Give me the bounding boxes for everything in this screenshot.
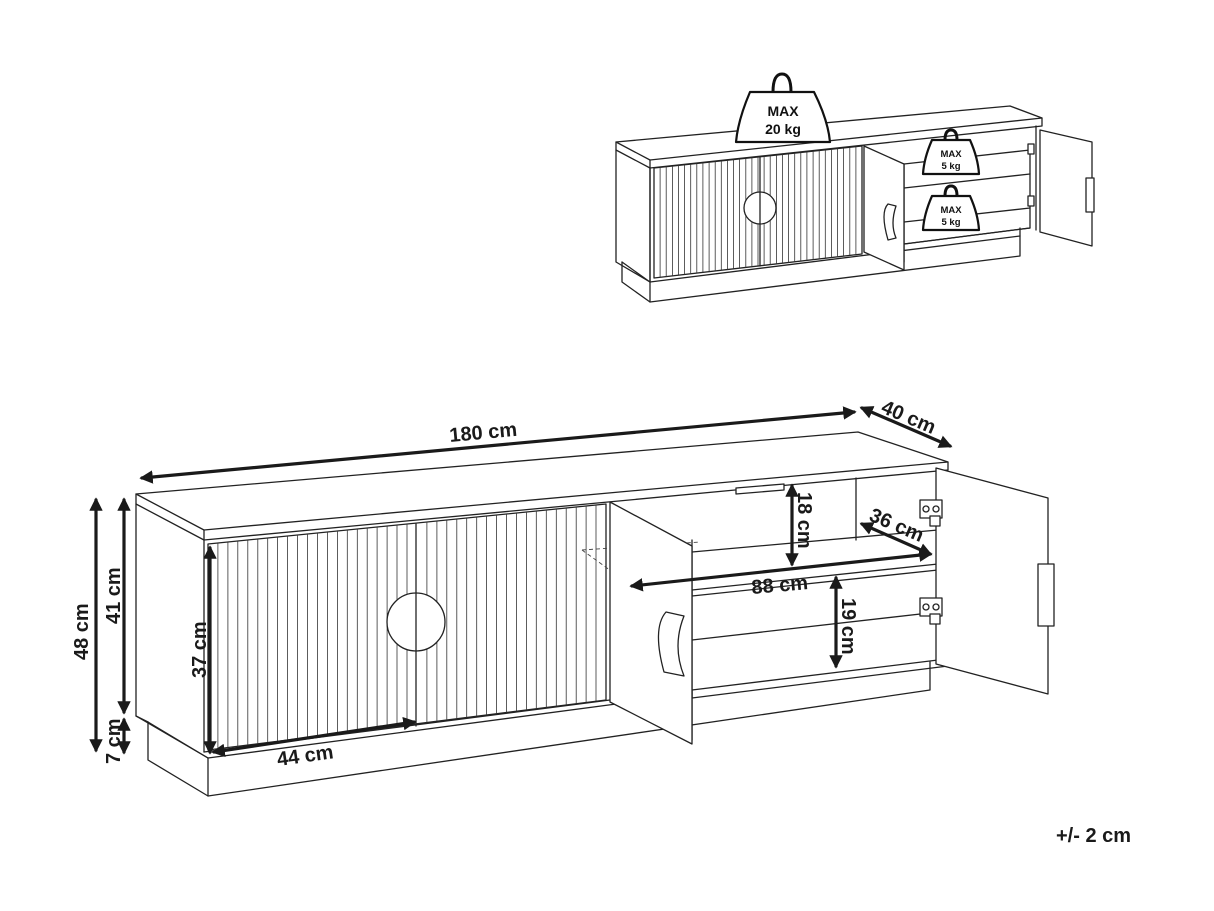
weight-top-line2: 20 kg (765, 121, 801, 137)
dim-inner-width-label: 88 cm (751, 572, 809, 599)
max-weight-shelf-upper-icon: MAX 5 kg (921, 128, 981, 176)
large-door-handle (657, 611, 685, 677)
dim-base-height-label: 7 cm (103, 718, 125, 764)
weight-shelf-upper-line2: 5 kg (941, 161, 960, 172)
weight-top-line1: MAX (767, 103, 799, 119)
dim-compartment-upper-label: 18 cm (793, 492, 815, 549)
dim-compartment-lower-label: 19 cm (837, 598, 859, 655)
tolerance-note: +/- 2 cm (1056, 825, 1131, 847)
dim-door-width-label: 44 cm (276, 741, 335, 771)
small-right-open-door (1039, 129, 1093, 247)
dimension-lines (89, 406, 953, 758)
max-weight-shelf-lower-icon: MAX 5 kg (921, 184, 981, 232)
small-cabinet-view (615, 105, 1095, 303)
dim-depth-label: 40 cm (878, 396, 939, 438)
weight-shelf-lower-line2: 5 kg (941, 217, 960, 228)
dim-door-height-label: 37 cm (189, 621, 211, 678)
small-fluted-doors (653, 145, 863, 279)
dim-body-height-label: 41 cm (103, 567, 125, 624)
weight-shelf-lower-line1: MAX (940, 205, 962, 216)
large-right-open-door (935, 467, 1049, 695)
large-cabinet-view (135, 431, 1055, 797)
dim-total-height-label: 48 cm (71, 603, 93, 660)
weight-shelf-upper-line1: MAX (940, 149, 962, 160)
small-left-open-door (863, 145, 905, 271)
large-right-door-handle (1037, 563, 1055, 627)
small-door-handle (883, 203, 897, 241)
small-right-door-handle (1085, 177, 1095, 213)
hinge-upper-icon (919, 499, 943, 527)
hinge-lower-icon (919, 597, 943, 625)
large-fluted-doors (207, 503, 607, 751)
max-weight-top-icon: MAX 20 kg (734, 72, 832, 144)
